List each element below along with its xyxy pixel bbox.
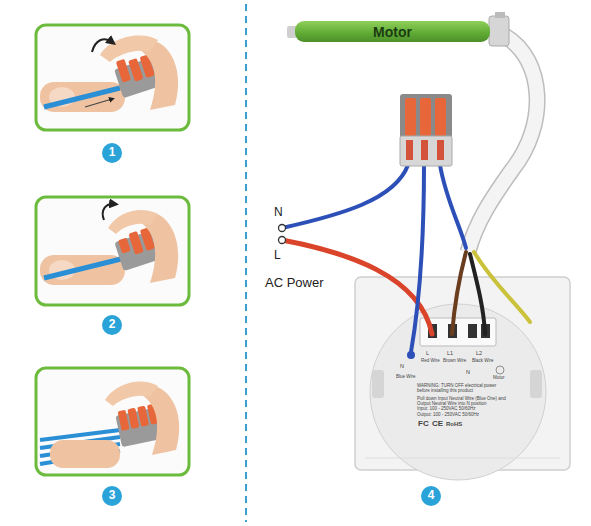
- callout-circle: [102, 143, 122, 163]
- switch-plate: [355, 277, 570, 480]
- terminal-label: N: [466, 369, 470, 375]
- motor-body: Motor: [295, 21, 490, 42]
- callout-circle: [102, 315, 122, 335]
- wires: [282, 165, 530, 352]
- lever-connector: [400, 94, 452, 166]
- callout-circle: [421, 486, 441, 506]
- motor-label: Motor: [373, 24, 412, 40]
- terminal-dot: [279, 225, 286, 232]
- terminal-label: L: [426, 350, 429, 356]
- cert-mark: RoHS: [446, 421, 462, 428]
- callout-number: 4: [428, 489, 435, 503]
- cert-mark: CE: [432, 419, 443, 428]
- terminal-label: N: [400, 363, 404, 369]
- warning-text: Pull down Input Neutral Wire (Blue One) …: [417, 396, 509, 406]
- terminal-dot: [407, 351, 415, 359]
- wire-label: Black Wire: [472, 358, 494, 363]
- terminal-label: Motor: [493, 375, 505, 380]
- power-label: AC Power: [265, 276, 324, 291]
- spec-text: Input: 100 - 250VAC 50/60Hz: [417, 406, 475, 411]
- cert-mark: FC: [418, 419, 429, 428]
- callout-number: 1: [109, 146, 116, 160]
- terminal-label: L2: [476, 350, 482, 356]
- callout-number: 3: [109, 489, 116, 503]
- warning-text: WARNING: TURN OFF electrical power befor…: [417, 383, 509, 393]
- terminal-label: N: [274, 206, 283, 220]
- motor-cable: [468, 36, 537, 252]
- callout-number: 2: [109, 318, 116, 332]
- spec-text: Output: 100 - 250VAC 50/60Hz: [417, 412, 479, 417]
- terminal-label: L1: [447, 350, 453, 356]
- wire-label: Red Wire: [421, 358, 440, 363]
- terminal-dot: [279, 237, 286, 244]
- motor-cap: [287, 12, 509, 46]
- wire-label: Brown Wire: [443, 358, 466, 363]
- terminal-label: L: [274, 249, 281, 263]
- step-photo: [36, 368, 189, 475]
- step-photo: [36, 197, 189, 305]
- motor-cable: [468, 36, 537, 252]
- divider-line: [245, 4, 247, 522]
- callout-circle: [102, 486, 122, 506]
- wire-label: Blue Wire: [396, 374, 416, 379]
- step-photo: [36, 25, 189, 130]
